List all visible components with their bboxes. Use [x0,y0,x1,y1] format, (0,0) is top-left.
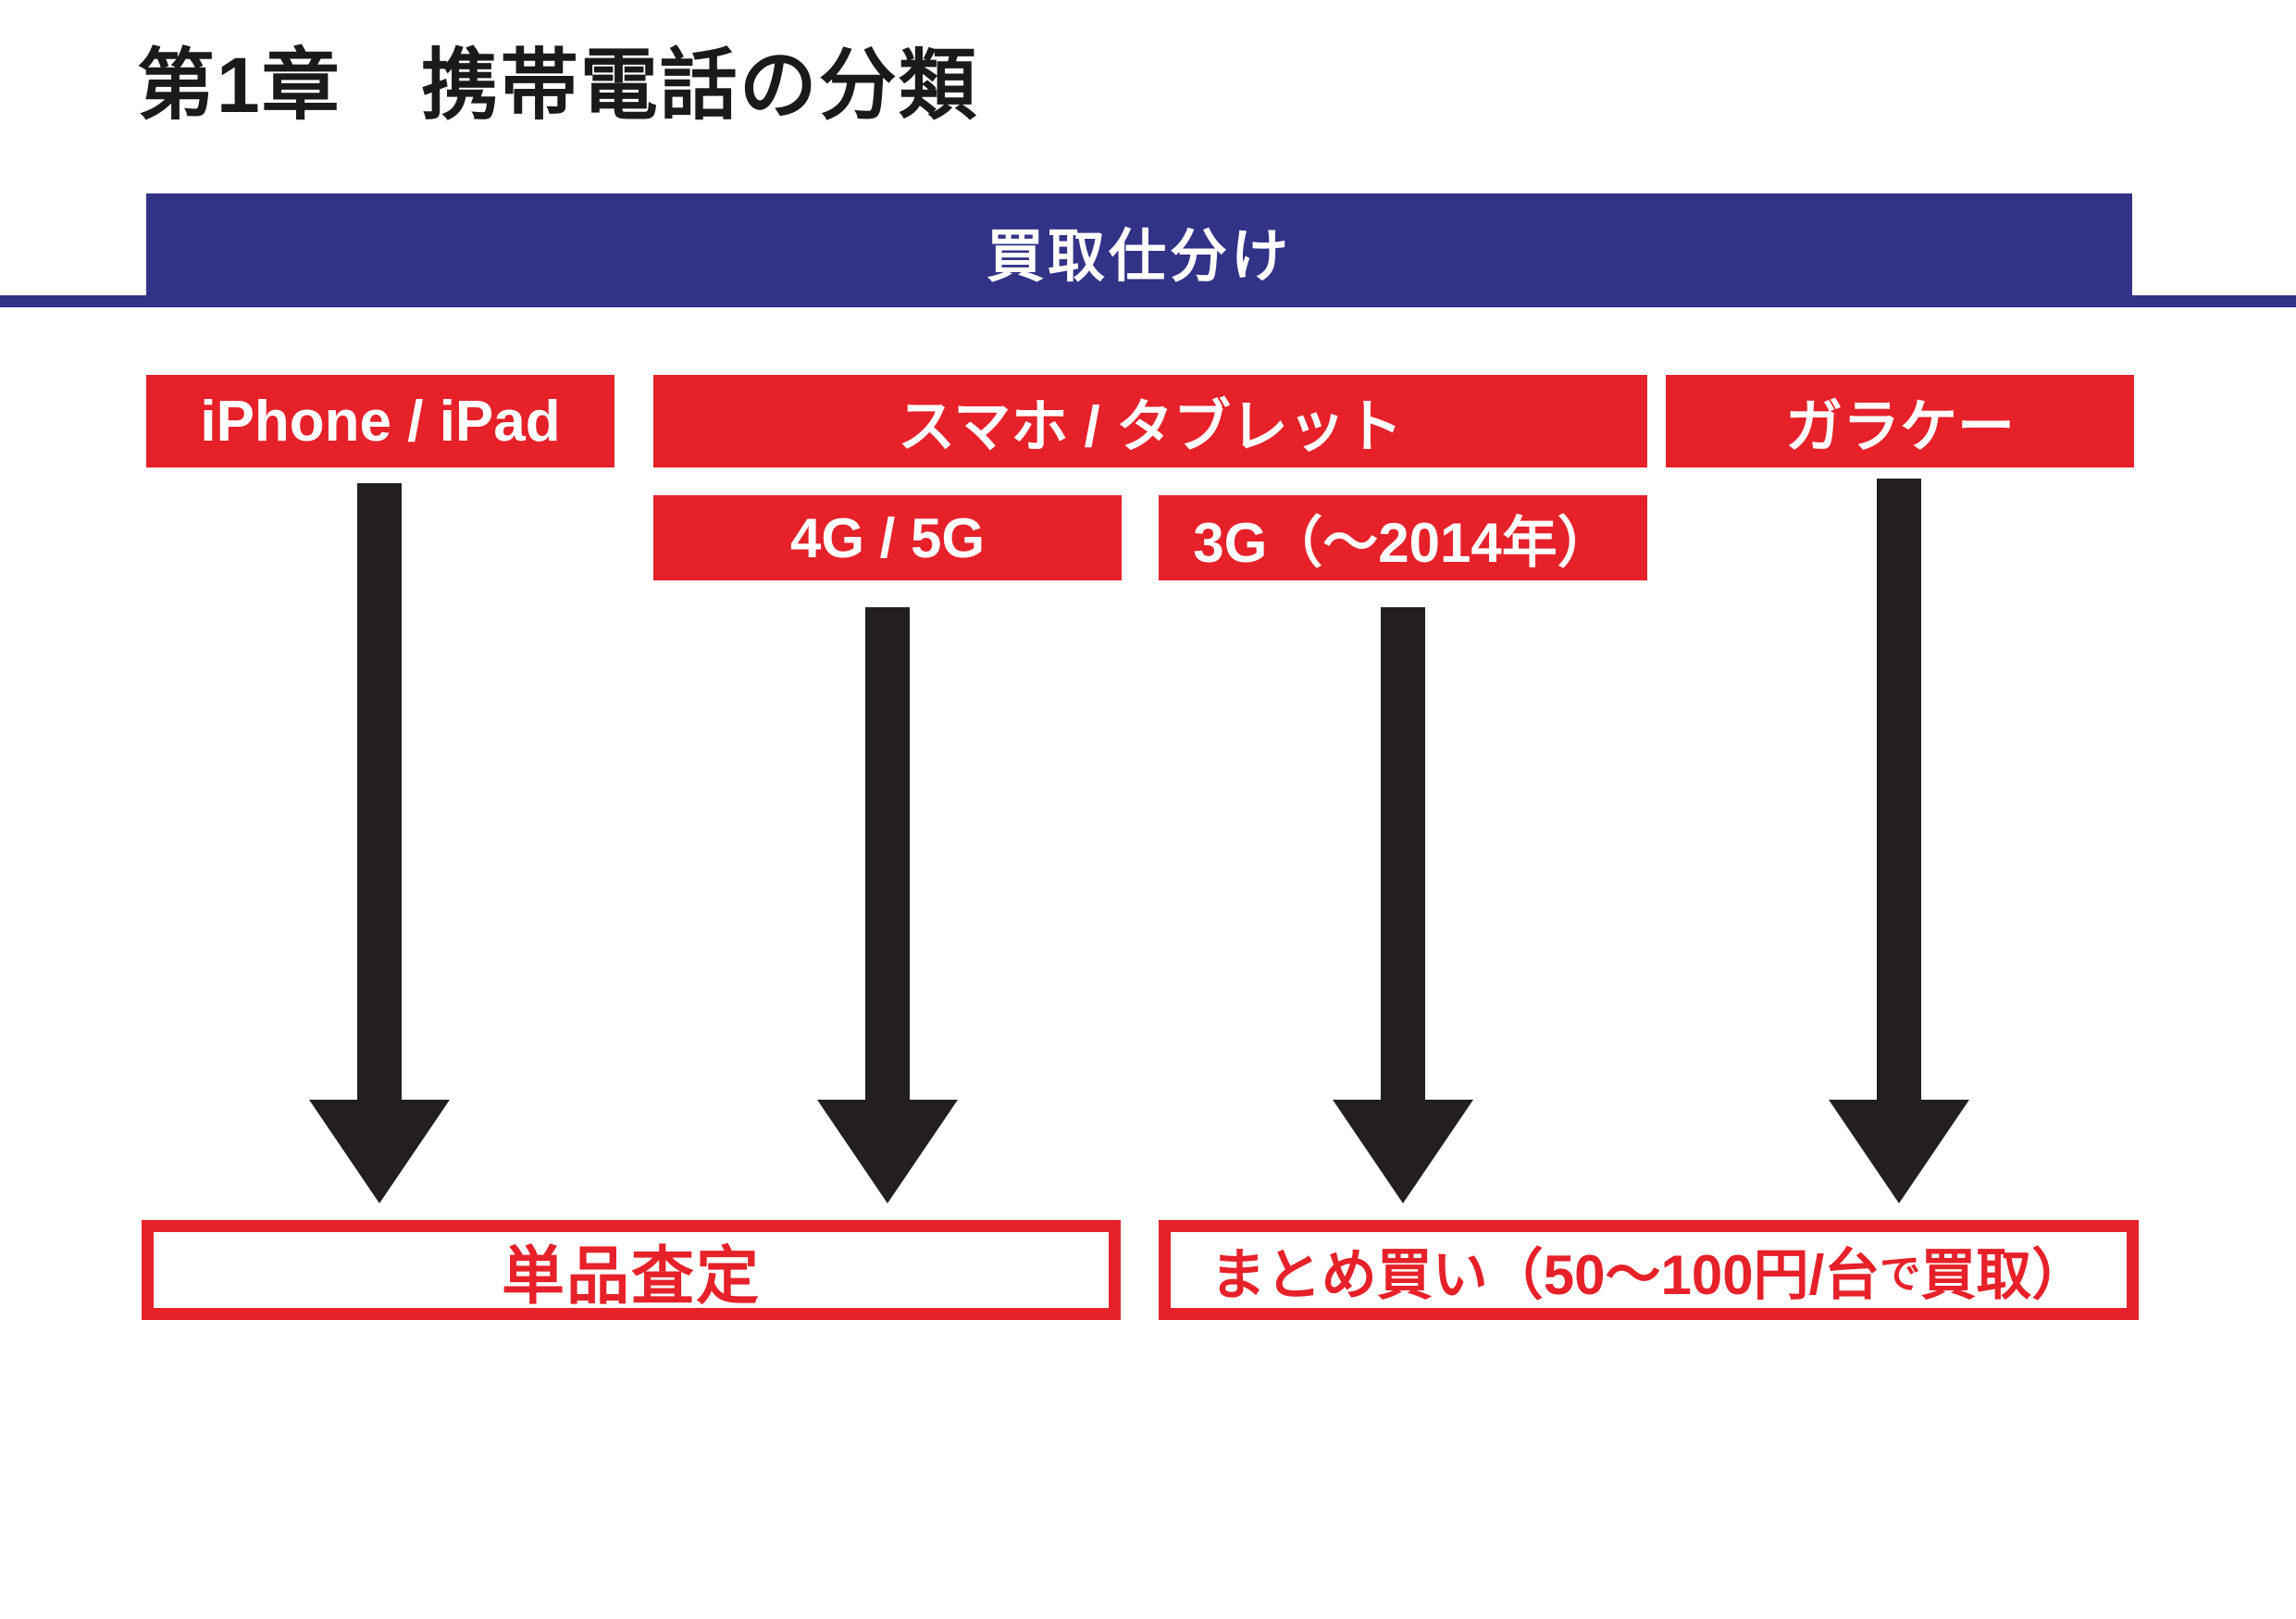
arrow-head-icon [1829,1100,1969,1203]
outcome-label-bulk-prefix: まとめ買い（50～100円/台 [1210,1243,1880,1306]
category-box-featurephone: ガラケー [1666,375,2134,467]
arrow-shaft [357,483,402,1100]
arrow-shaft [1381,607,1425,1100]
category-label-iphone-ipad: iPhone / iPad [200,389,561,454]
outcome-box-single-assessment: 単品査定 [142,1220,1121,1320]
outcome-box-bulk-purchase: まとめ買い（50～100円/台で買取） [1159,1220,2139,1320]
arrow-shaft [1877,479,1921,1100]
page-title: 第1章 携帯電話の分類 [137,42,978,129]
category-label-smartphone-tablet: スマホ / タブレット [898,395,1403,459]
subcategory-label-4g-5g: 4G / 5G [789,506,986,569]
down-arrow-featurephone-to-bulk [1829,479,1969,1203]
down-arrow-4g5g-to-single [817,607,958,1203]
header-banner-label: 買取仕分け [986,224,1292,289]
arrow-head-icon [1333,1100,1473,1203]
outcome-label-bulk-small: で [1880,1252,1921,1297]
down-arrow-iphone-to-single [309,483,450,1203]
subcategory-box-4g-5g: 4G / 5G [653,495,1122,580]
subcategory-label-3g: 3G（～2014年） [1193,511,1613,574]
category-box-smartphone-tablet: スマホ / タブレット [653,375,1647,467]
outcome-label-bulk-suffix: 買取） [1920,1243,2088,1306]
arrow-shaft [865,607,910,1100]
arrow-head-icon [309,1100,450,1203]
header-rule [0,295,2296,307]
down-arrow-3g-to-bulk [1333,607,1473,1203]
category-label-featurephone: ガラケー [1784,395,2015,459]
outcome-label-single-assessment: 単品査定 [501,1240,761,1312]
arrow-head-icon [817,1100,958,1203]
subcategory-box-3g: 3G（～2014年） [1159,495,1647,580]
category-box-iphone-ipad: iPhone / iPad [146,375,614,467]
header-banner: 買取仕分け [146,193,2132,307]
